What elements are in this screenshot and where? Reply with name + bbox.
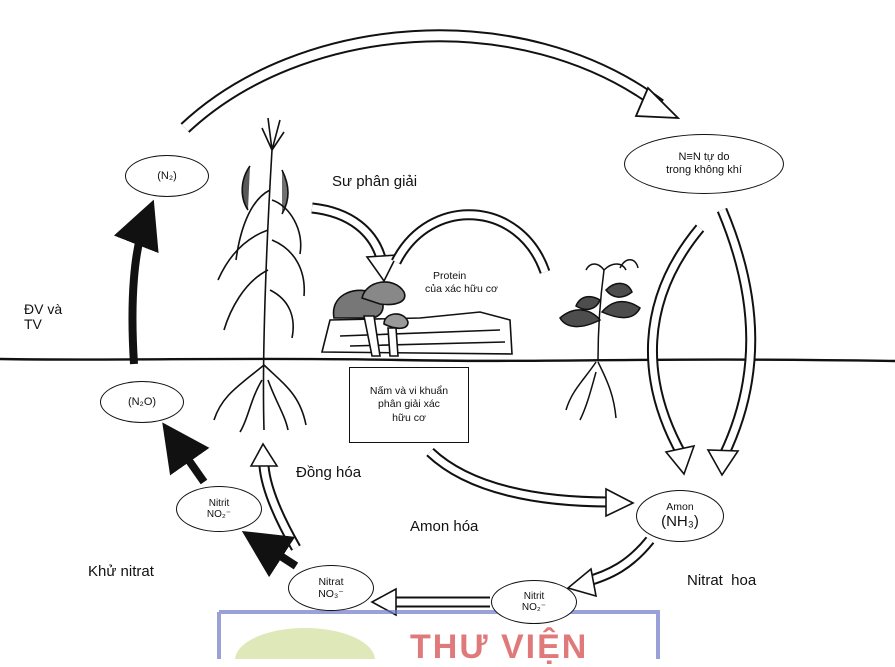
watermark-text: THƯ VIỆN [410,628,589,666]
arrow-assimilation [249,442,301,551]
node-n2: (N₂) [125,155,209,197]
decomposer-box-line1: Nấm và vi khuẩn [369,384,449,397]
decomposer-box-line3: hữu cơ [392,411,426,424]
node-nitrite-left-line2: NO₂⁻ [206,509,232,520]
node-nitrite-right: Nitrit NO₂⁻ [491,580,577,624]
arrow-ammonification [426,447,635,518]
arrow-decomposition-left [311,202,399,283]
arrow-nitrite-to-nitrate [370,587,490,617]
decomposer-box: Nấm và vi khuẩn phân giải xác hữu cơ [349,367,469,443]
leafy-plant-illustration [559,259,641,421]
arrow-ammonium-to-nitrite [566,536,655,598]
node-ammonium-line1: Amon [666,501,694,514]
label-animals-plants-line1: ĐV và [24,301,63,317]
arrow-atmosphere-to-ammonium [646,207,757,477]
label-protein: Protein của xác hữu cơ [425,270,498,296]
label-assimilation: Đồng hóa [296,464,362,481]
node-nitrite-left: Nitrit NO₂⁻ [176,486,262,532]
label-protein-line2: của xác hữu cơ [425,283,498,296]
node-nitrate-line1: Nitrat [318,575,344,588]
node-atmospheric-n2: N≡N tự do trong không khí [624,134,784,194]
label-decomposition: Sư phân giải [332,173,418,190]
node-atmospheric-n2-line2: trong không khí [666,164,742,176]
ground-line [0,357,895,363]
arrow-n2-to-atmosphere [180,29,681,133]
node-ammonium-line2: (NH₃) [661,513,699,531]
arrow-denitrification [113,199,299,578]
node-ammonium: Amon (NH₃) [636,490,724,542]
node-atmospheric-n2-line1: N≡N tự do [678,151,730,164]
label-animals-plants: ĐV và TV [24,301,63,333]
corn-plant-illustration [213,117,307,433]
label-protein-line1: Protein [433,270,467,282]
node-n2o-label: (N₂O) [127,395,157,408]
label-nitrification: Nitrat hoa [687,572,757,589]
label-animals-plants-line2: TV [24,316,42,333]
arrow-decomposition-right [391,209,551,274]
node-nitrate-line2: NO₃⁻ [318,588,344,600]
mushroom-log-illustration [320,281,513,357]
label-ammonification: Amon hóa [410,518,479,535]
decomposer-box-line2: phân giải xác [378,398,440,411]
node-n2-label: (N₂) [157,169,177,182]
node-nitrite-left-line1: Nitrit [208,497,230,509]
node-nitrate: Nitrat NO₃⁻ [288,565,374,611]
node-n2o: (N₂O) [100,381,184,423]
node-nitrite-right-line2: NO₂⁻ [521,602,547,613]
label-denitrification: Khử nitrat [88,563,154,580]
library-watermark [217,610,660,659]
node-nitrite-right-line1: Nitrit [523,590,545,602]
